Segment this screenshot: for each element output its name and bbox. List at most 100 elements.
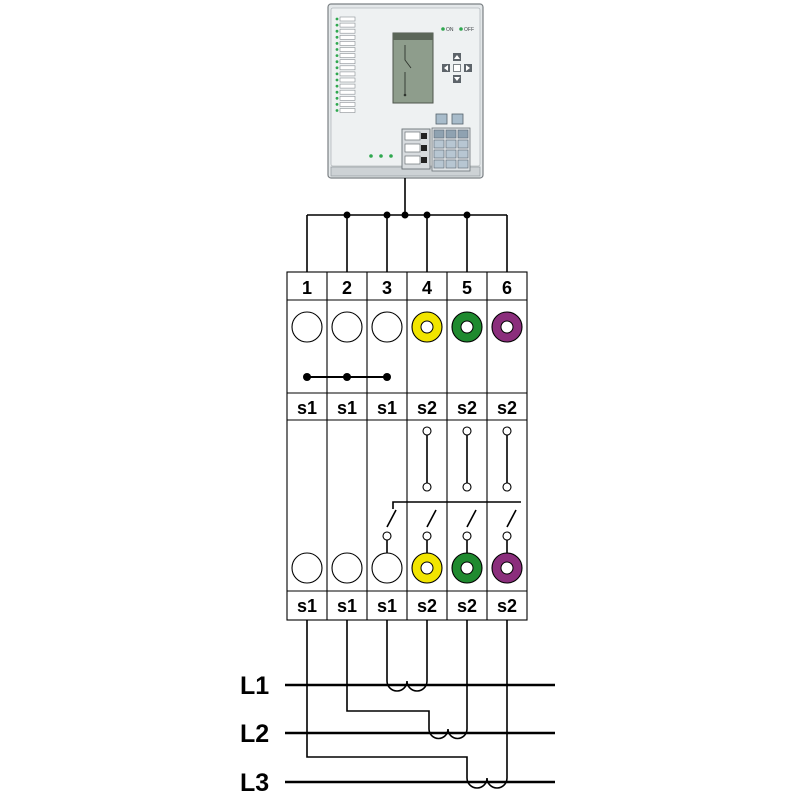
led-indicator-icon (335, 35, 339, 39)
led-label-plate (339, 102, 356, 107)
terminal-number: 1 (302, 278, 312, 298)
junction-dot (401, 211, 409, 219)
function-key-1[interactable] (435, 113, 448, 125)
led-label-plate (339, 22, 356, 28)
test-socket-upper[interactable] (331, 311, 363, 343)
arrow-down-icon (454, 77, 460, 81)
channel-led-icon (379, 154, 383, 158)
bridge-dot (383, 373, 391, 381)
meter-device: ON OFF (327, 3, 484, 179)
test-socket-bore (500, 561, 514, 575)
led-label-plate (339, 89, 356, 95)
wire-terminal-2-to-ct-l2 (346, 620, 468, 740)
led-indicator-icon (335, 23, 339, 27)
test-socket-bore (420, 561, 434, 575)
dip-switch-1[interactable] (404, 131, 421, 141)
keypad-key[interactable] (433, 159, 445, 169)
keypad-key[interactable] (457, 159, 469, 169)
link-contact (502, 482, 512, 492)
test-socket-upper[interactable] (291, 311, 323, 343)
led-indicator-icon (335, 109, 339, 112)
dip-switch-3-lever (421, 157, 427, 163)
keypad-key[interactable] (445, 129, 457, 139)
status-indicators: ON OFF (441, 27, 474, 33)
function-key-2[interactable] (451, 113, 464, 125)
arrow-right-icon (466, 65, 470, 71)
off-label: OFF (464, 27, 474, 33)
terminal-5: 5 s2 s2 (451, 278, 483, 616)
bridge-link (303, 373, 391, 381)
terminal-label-lower: s2 (417, 596, 437, 616)
terminal-label-upper: s2 (457, 398, 477, 418)
switch-contact (462, 531, 472, 541)
on-label: ON (446, 27, 454, 33)
led-indicator-icon (335, 42, 339, 45)
keypad[interactable] (431, 127, 471, 172)
led-label-plate (339, 53, 356, 58)
led-indicator-icon (335, 78, 339, 82)
terminal-number: 6 (502, 278, 512, 298)
phase-label-l3: L3 (240, 769, 269, 797)
terminal-label-upper: s1 (337, 398, 357, 418)
enter-key[interactable] (453, 64, 461, 72)
terminal-label-lower: s1 (297, 596, 317, 616)
bridge-dot (303, 373, 311, 381)
led-label-plate (339, 16, 356, 22)
terminal-label-upper: s1 (297, 398, 317, 418)
keypad-key[interactable] (433, 129, 445, 139)
test-socket-bore (420, 320, 434, 334)
junction-dot (423, 211, 431, 219)
test-socket-lower[interactable] (331, 552, 363, 584)
keypad-key[interactable] (433, 139, 445, 149)
led-indicator-icon (335, 29, 339, 33)
test-socket-lower[interactable] (371, 552, 403, 584)
terminal-2: 2 s1 s1 (331, 278, 363, 616)
lcd-header (393, 33, 433, 40)
switch-actuator (392, 501, 521, 509)
keypad-key[interactable] (457, 149, 469, 159)
on-led-icon (441, 27, 445, 31)
junction-dot (383, 211, 391, 219)
dip-switch-2[interactable] (404, 143, 421, 153)
led-indicator-icon (335, 48, 339, 51)
test-socket-upper[interactable] (371, 311, 403, 343)
terminal-3: 3 s1 s1 (371, 278, 403, 616)
terminal-4: 4 s2 s2 (411, 278, 443, 616)
navigation-pad[interactable] (442, 53, 472, 83)
device-connection (306, 178, 508, 272)
led-label-plate (339, 41, 356, 46)
keypad-key[interactable] (445, 159, 457, 169)
ct-wiring (306, 620, 508, 789)
channel-led-icon (369, 154, 373, 158)
link-contact (422, 426, 432, 436)
terminal-block: 1 s1 s1 2 s1 s1 3 s1 s1 4 s2 (286, 271, 528, 621)
led-indicator-icon (335, 96, 339, 100)
switch-contact (382, 531, 392, 541)
led-label-plate (339, 71, 356, 77)
dip-switch-3[interactable] (404, 155, 421, 165)
switch-blade (386, 509, 397, 528)
test-socket-lower[interactable] (291, 552, 323, 584)
dip-switch-block[interactable] (401, 128, 431, 170)
led-label-plate (339, 59, 356, 65)
phase-label-l1: L1 (240, 672, 269, 700)
terminal-label-lower: s2 (497, 596, 517, 616)
led-label-plate (339, 83, 356, 89)
test-socket-bore (500, 320, 514, 334)
led-list (335, 16, 356, 113)
terminal-number: 5 (462, 278, 472, 298)
lcd-screen (392, 32, 434, 104)
keypad-key[interactable] (457, 129, 469, 139)
keypad-key[interactable] (445, 149, 457, 159)
switch-blade (506, 509, 517, 528)
terminal-number: 4 (422, 278, 432, 298)
led-label-plate (339, 96, 356, 101)
wire-terminal-3-to-ct-l1 (386, 620, 428, 692)
keypad-key[interactable] (457, 139, 469, 149)
keypad-key[interactable] (445, 139, 457, 149)
off-led-icon (459, 27, 463, 31)
terminal-label-upper: s1 (377, 398, 397, 418)
link-contact (502, 426, 512, 436)
keypad-key[interactable] (433, 149, 445, 159)
arrow-up-icon (454, 55, 460, 59)
